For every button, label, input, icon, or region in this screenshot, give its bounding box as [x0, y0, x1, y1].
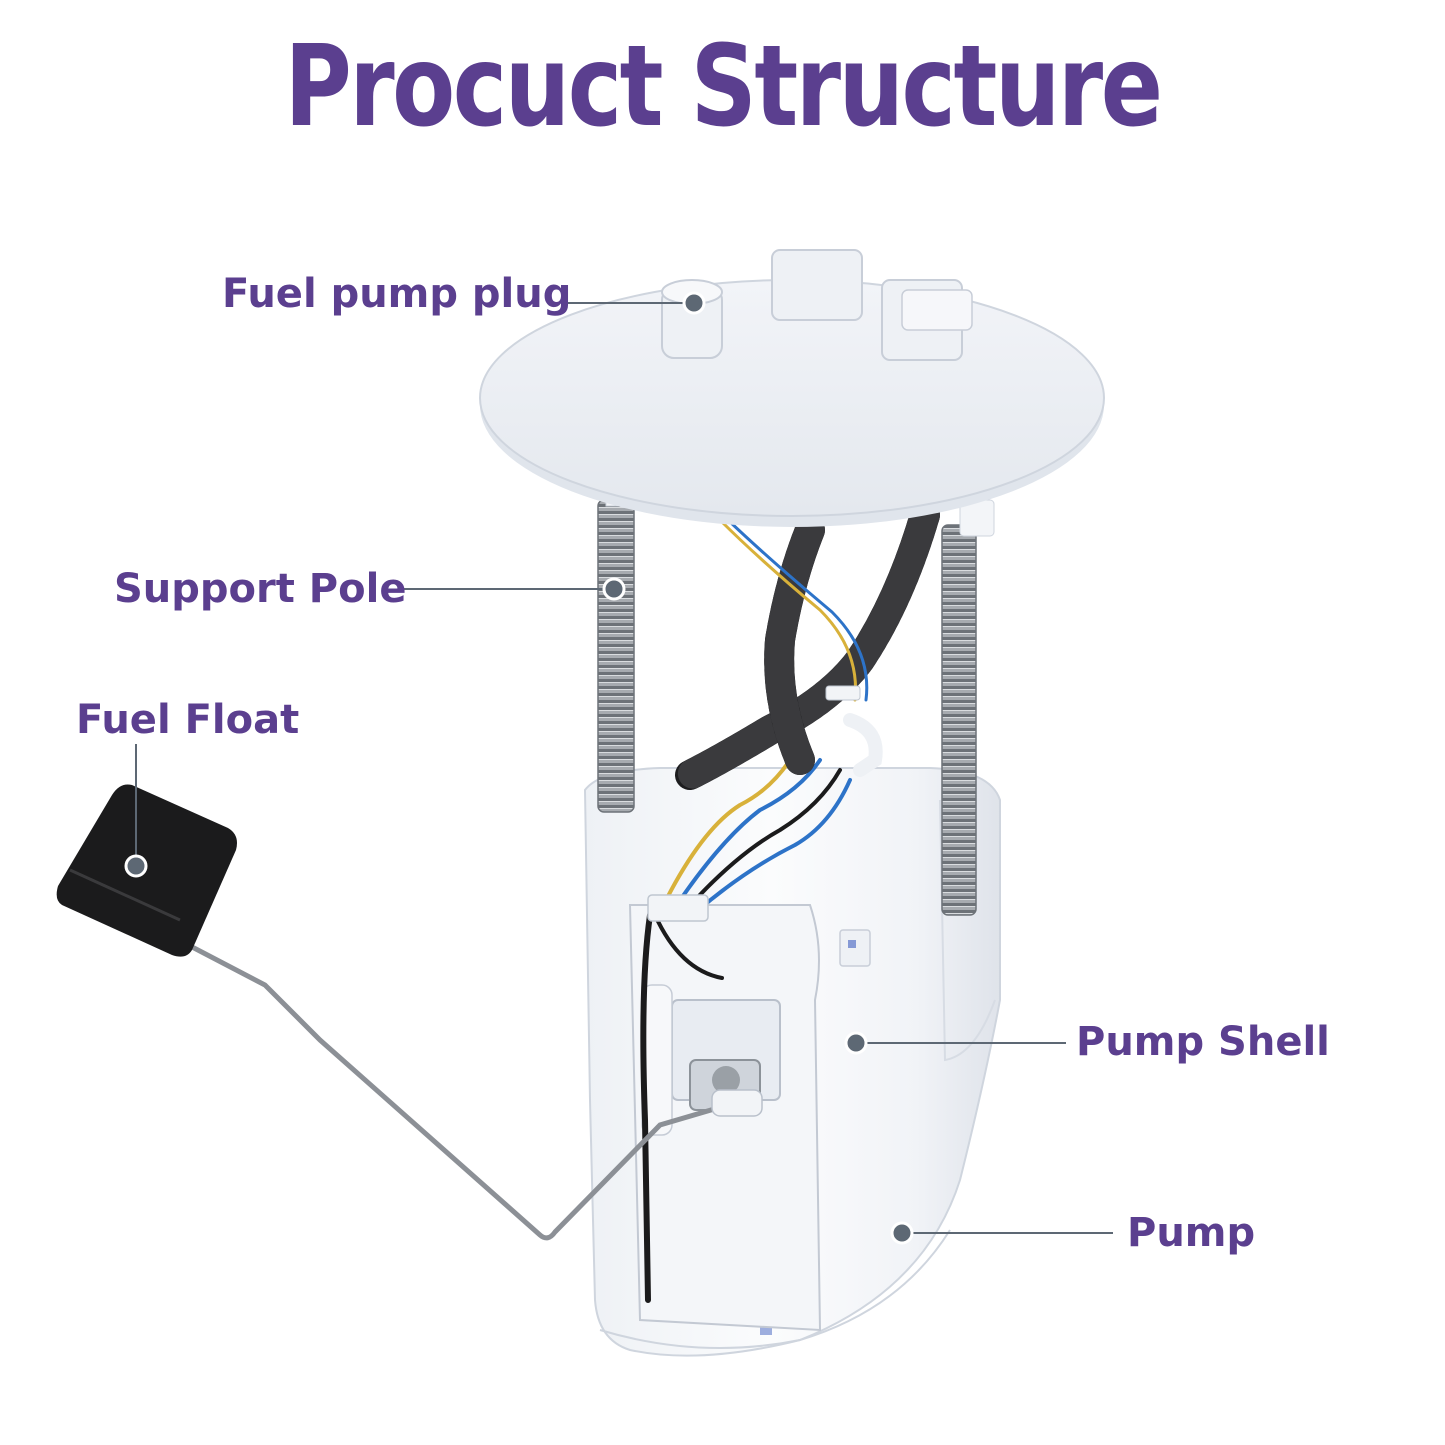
leader-support-pole — [403, 577, 626, 601]
support-pole-left — [597, 479, 635, 813]
leader-pump-shell — [844, 1031, 1066, 1055]
leader-pump — [890, 1221, 1113, 1245]
label-fuel-pump-plug: Fuel pump plug — [222, 271, 572, 317]
fuel-hose — [675, 500, 940, 790]
support-pole-right — [941, 499, 995, 916]
label-pump: Pump — [1127, 1210, 1256, 1256]
label-support-pole: Support Pole — [114, 566, 407, 612]
pump-wires — [640, 758, 852, 1303]
pump-front-frame — [628, 904, 822, 1332]
fuel-float-block — [56, 784, 237, 957]
fuel-pump-plug-flange — [479, 249, 1105, 527]
page-title: Procuct Structure — [284, 22, 1163, 152]
label-pump-shell: Pump Shell — [1076, 1019, 1330, 1065]
float-arm-rod — [147, 922, 763, 1241]
label-fuel-float: Fuel Float — [76, 697, 300, 743]
leader-fuel-float — [124, 744, 148, 878]
leader-fuel-pump-plug — [563, 291, 706, 315]
